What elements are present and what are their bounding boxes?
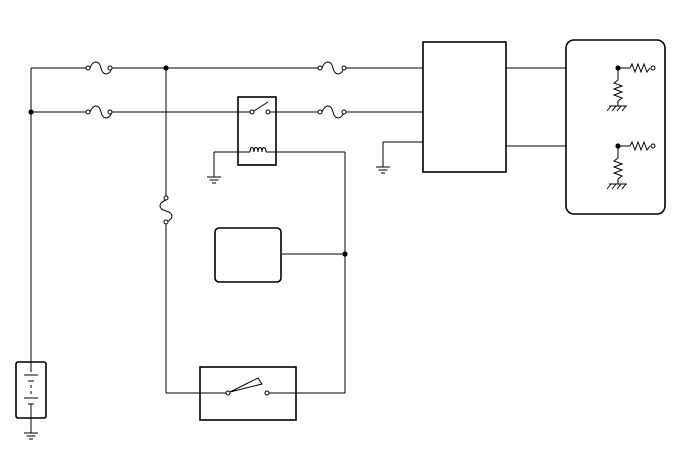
branch-wire	[159, 68, 200, 394]
fuse-icon	[317, 61, 347, 75]
coil-control-wire	[276, 151, 348, 394]
fuse-icon	[85, 61, 113, 75]
fuse-icon	[317, 105, 347, 119]
sensor-unit	[565, 39, 666, 215]
rounded-component	[214, 227, 282, 283]
upper-feed-wire	[85, 61, 423, 75]
fuse-icon	[159, 195, 173, 225]
fuse-icon	[85, 105, 113, 119]
relay-ground-wire	[213, 151, 238, 177]
relay-icon	[237, 96, 277, 166]
resistor-icon	[606, 62, 656, 112]
control-module	[382, 41, 507, 173]
battery-icon	[15, 361, 47, 433]
switch-icon	[199, 366, 297, 421]
resistor-icon	[606, 140, 656, 190]
main-power-bus	[28, 67, 86, 362]
ground-icon	[207, 176, 221, 184]
lower-feed-wire	[85, 105, 423, 119]
ground-icon	[376, 166, 390, 174]
ground-icon	[24, 432, 38, 440]
